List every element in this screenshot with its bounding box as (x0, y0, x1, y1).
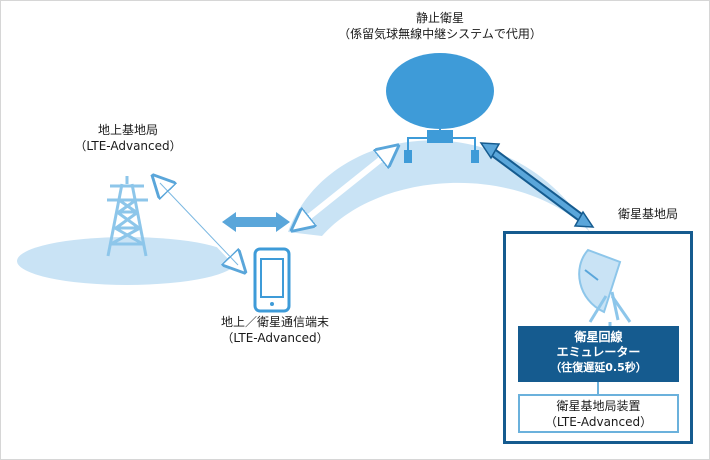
device-line-1: 衛星基地局装置 (556, 399, 641, 413)
device-line-2: （LTE-Advanced） (544, 415, 653, 429)
parabolic-antenna-icon (578, 248, 632, 326)
terminal-title: 地上／衛星通信端末 (220, 315, 329, 329)
ground-station-label: 地上基地局 （LTE-Advanced） (68, 122, 188, 154)
satellite-subtitle: （係留気球無線中継システムで代用） (338, 27, 542, 41)
ground-station-title: 地上基地局 (97, 123, 158, 137)
satellite-link-emulator: 衛星回線 エミュレーター （往復遅延0.5秒） (518, 326, 679, 382)
satellite-station-title: 衛星基地局 (617, 207, 678, 221)
terminal-subtitle: （LTE-Advanced） (221, 331, 329, 345)
satellite-station-link-arrow (479, 142, 595, 228)
emulator-line-1: 衛星回線 (574, 330, 623, 344)
emulator-line-3: （往復遅延0.5秒） (550, 361, 647, 374)
terminal-satellite-link-arrow (300, 152, 390, 224)
emulator-line-2: エミュレーター (556, 345, 641, 359)
smartphone-icon (253, 247, 291, 313)
relay-payload-icon (404, 129, 479, 163)
terrestrial-satellite-switch-arrow (222, 212, 290, 232)
satellite-title: 静止衛星 (415, 11, 464, 25)
satellite-label: 静止衛星 （係留気球無線中継システムで代用） (318, 10, 562, 42)
ground-station-subtitle: （LTE-Advanced） (74, 139, 182, 153)
terminal-label: 地上／衛星通信端末 （LTE-Advanced） (200, 314, 350, 346)
transmission-tower-icon (106, 176, 148, 257)
satellite-station-device: 衛星基地局装置 （LTE-Advanced） (518, 394, 679, 433)
satellite-station-box (503, 231, 693, 444)
balloon-icon (386, 53, 494, 129)
